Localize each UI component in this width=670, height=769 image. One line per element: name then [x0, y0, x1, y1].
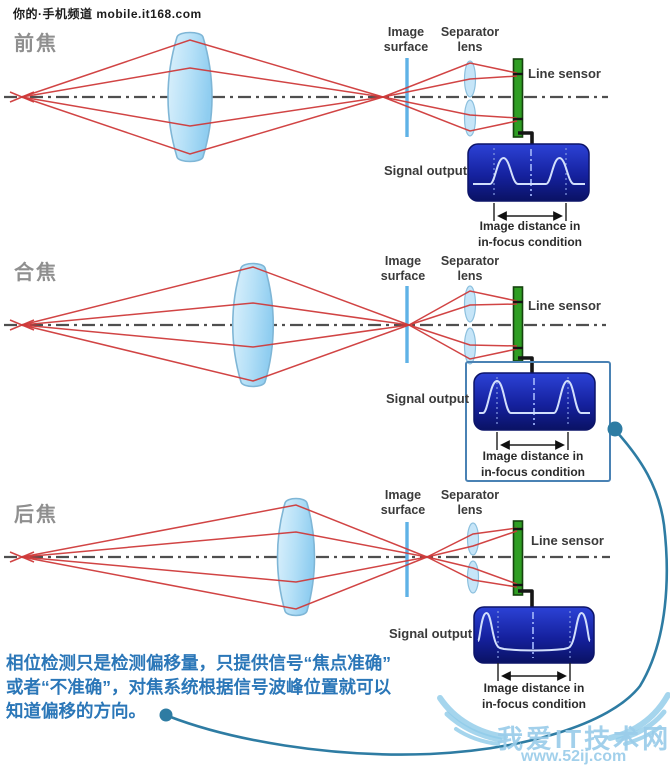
- line-sensor-bar: [512, 58, 524, 138]
- footer-watermark-site-name: 我爱IT技术网: [497, 724, 670, 754]
- main-lens: [167, 31, 213, 163]
- distance-label-line2: in-focus condition: [482, 696, 586, 711]
- signal-output-box: [467, 143, 590, 202]
- distance-label-line2: in-focus condition: [481, 464, 585, 479]
- sensor-wire: [518, 589, 534, 608]
- distance-measure: [496, 432, 569, 450]
- signal-waveform: [477, 612, 591, 652]
- signal-output-box: [473, 372, 596, 431]
- section-label-back-focus: 后焦: [14, 504, 58, 526]
- distance-label: Image distance in in-focus condition: [467, 449, 599, 480]
- callout-curve: [167, 430, 669, 756]
- in-focus-highlight-box: [465, 361, 611, 482]
- distance-label-line1: Image distance in: [482, 449, 584, 463]
- footer-watermark-site-url: www.52ij.com: [521, 748, 627, 765]
- top-watermark: 你的·手机频道 mobile.it168.com: [13, 7, 202, 21]
- distance-label-line1: Image distance in: [483, 681, 585, 695]
- signal-output-label: Signal output: [389, 626, 473, 641]
- watermark-wings-icon: [437, 692, 670, 746]
- image-surface-label: Image surface: [380, 488, 426, 517]
- line-sensor-label: Line sensor: [528, 66, 601, 81]
- separator-lens-label: Separator lens: [440, 254, 500, 283]
- sensor-wire: [518, 356, 534, 374]
- section-front-focus-diagram: [4, 31, 608, 221]
- separator-lens-label: Separator lens: [440, 488, 500, 517]
- signal-output-label: Signal output: [384, 163, 468, 178]
- light-rays: [9, 39, 518, 155]
- main-lens: [232, 262, 274, 388]
- separator-lens-lower: [463, 99, 477, 137]
- signal-waveform: [479, 380, 590, 414]
- separator-lens-label: Separator lens: [440, 25, 500, 54]
- image-surface-label: Image surface: [383, 25, 429, 54]
- section-in-focus-diagram: [4, 262, 611, 482]
- line-sensor-bar: [512, 520, 524, 596]
- caption: 相位检测只是检测偏移量，只提供信号“焦点准确” 或者“不准确”，对焦系统根据信号…: [6, 651, 436, 723]
- line-sensor-label: Line sensor: [528, 298, 601, 313]
- light-rays: [9, 266, 518, 382]
- separator-lens-lower: [466, 560, 480, 594]
- light-rays: [9, 504, 518, 610]
- callout-dot-box: [607, 421, 623, 437]
- callout-connector: [159, 421, 669, 756]
- section-label-in-focus: 合焦: [14, 262, 58, 284]
- distance-measure: [497, 663, 571, 681]
- caption-line2: 或者“不准确”，对焦系统根据信号波峰位置就可以: [6, 677, 391, 697]
- line-sensor-label: Line sensor: [531, 533, 604, 548]
- callout-dot-text: [159, 708, 173, 722]
- section-label-front-focus: 前焦: [14, 33, 58, 55]
- signal-output-box: [473, 606, 595, 664]
- caption-line1: 相位检测只是检测偏移量，只提供信号“焦点准确”: [6, 653, 391, 673]
- separator-lens-upper: [463, 285, 477, 323]
- separator-lens-lower: [463, 327, 477, 365]
- distance-label: Image distance in in-focus condition: [464, 219, 596, 250]
- image-surface-label: Image surface: [380, 254, 426, 283]
- separator-lens-upper: [466, 522, 480, 556]
- main-lens: [276, 497, 316, 617]
- signal-output-label: Signal output: [386, 391, 470, 406]
- section-back-focus-diagram: [4, 497, 610, 681]
- distance-label: Image distance in in-focus condition: [468, 681, 600, 712]
- caption-line3: 知道偏移的方向。: [6, 701, 146, 721]
- sensor-wire: [518, 131, 534, 146]
- signal-waveform: [473, 157, 585, 185]
- distance-measure: [493, 203, 567, 221]
- distance-label-line2: in-focus condition: [478, 234, 582, 249]
- distance-label-line1: Image distance in: [479, 219, 581, 233]
